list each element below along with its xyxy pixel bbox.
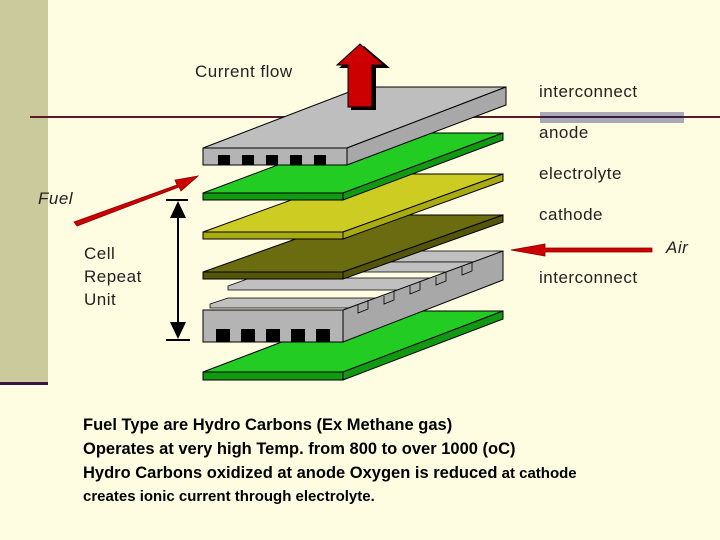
interconnect-bottom-label: interconnect [539, 268, 638, 287]
fuel-arrow-icon [73, 175, 200, 227]
note-line-3-main: Hydro Carbons oxidized at anode Oxygen i… [83, 464, 498, 482]
interconnect-top-label: interconnect [539, 82, 638, 101]
air-arrow-icon [510, 243, 653, 257]
accent-bar-line [540, 116, 684, 118]
note-line-1: Fuel Type are Hydro Carbons (Ex Methane … [83, 416, 453, 434]
sidebar-divider [0, 382, 48, 385]
bottom-anode-plate [202, 310, 504, 381]
current-flow-label: Current flow [195, 62, 293, 81]
note-line-3: Hydro Carbons oxidized at anode Oxygen i… [83, 461, 577, 486]
cell-repeat-unit-label: Cell Repeat Unit [84, 242, 142, 311]
note-line-3-tail: at cathode [497, 465, 577, 482]
slide-sidebar [0, 0, 48, 383]
cru-line-3: Unit [84, 290, 117, 309]
anode-label: anode [539, 123, 589, 142]
air-label: Air [666, 238, 689, 257]
current-flow-arrow-icon [335, 43, 390, 110]
electrolyte-label: electrolyte [539, 164, 622, 183]
note-line-2: Operates at very high Temp. from 800 to … [83, 440, 516, 458]
top-interconnect-plate [202, 86, 507, 166]
cell-repeat-unit-dimension-icon [166, 199, 190, 341]
cru-line-1: Cell [84, 244, 116, 263]
cathode-plate [202, 214, 504, 280]
fuel-label: Fuel [38, 189, 74, 208]
notes-block: Fuel Type are Hydro Carbons (Ex Methane … [83, 413, 577, 508]
cru-line-2: Repeat [84, 267, 142, 286]
note-line-4: creates ionic current through electrolyt… [83, 488, 375, 505]
cathode-label: cathode [539, 205, 603, 224]
